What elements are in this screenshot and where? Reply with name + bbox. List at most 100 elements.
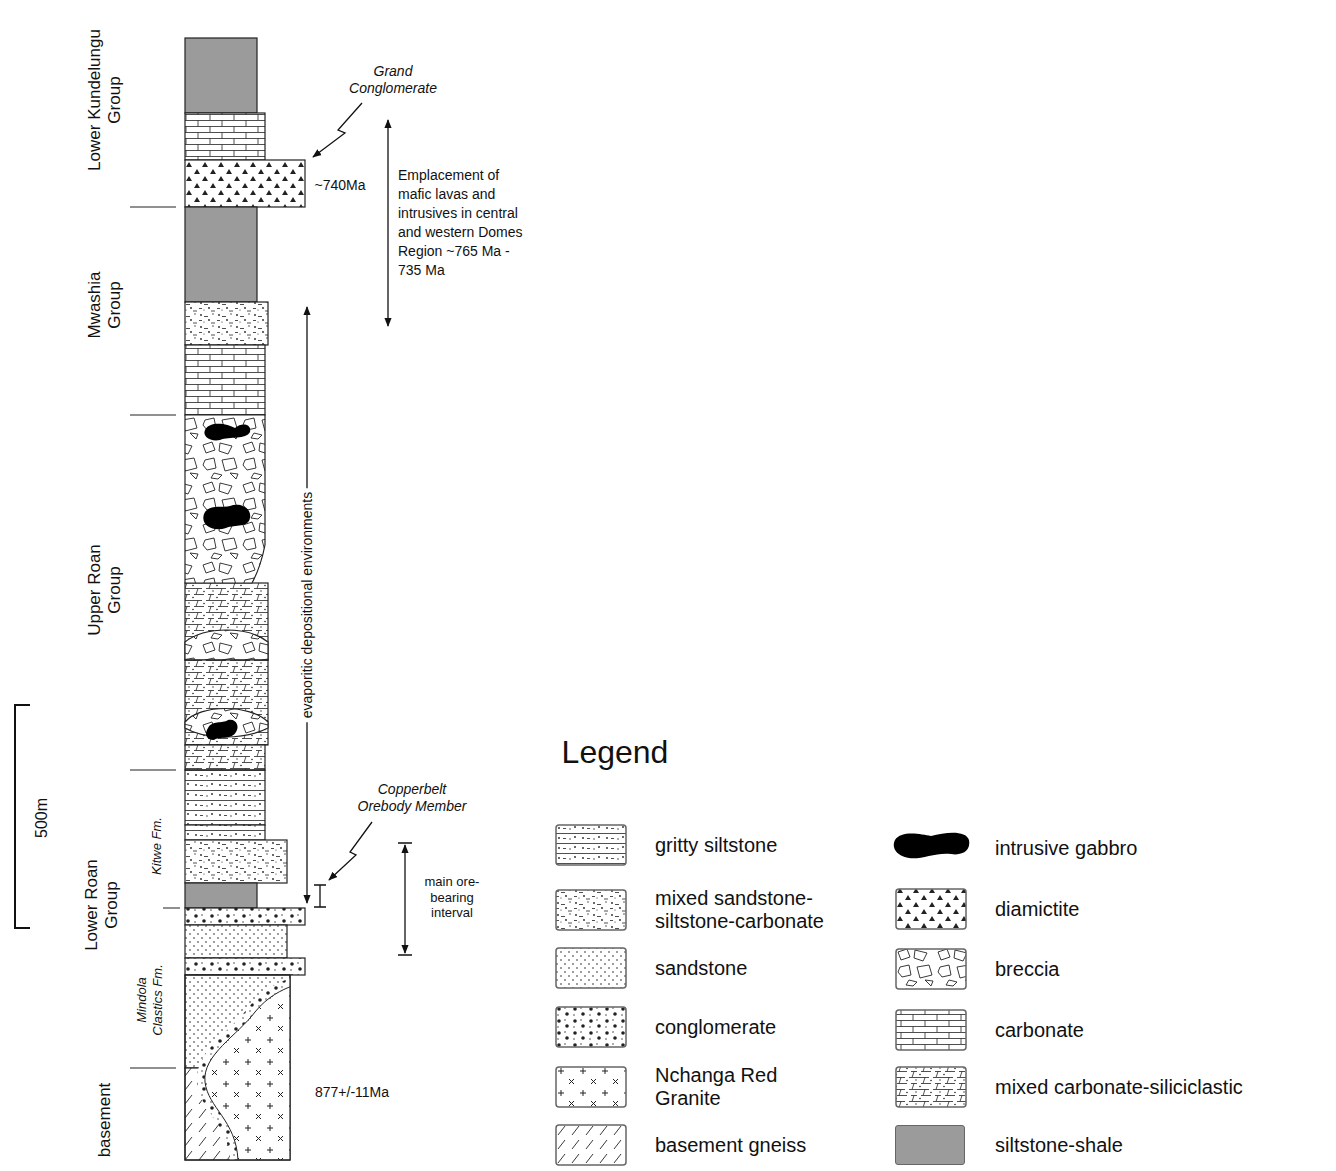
annotations bbox=[15, 103, 412, 955]
leader-line bbox=[313, 103, 362, 157]
label-holder: evaporitic depositional environments bbox=[299, 488, 316, 722]
pattern-sample bbox=[556, 890, 626, 930]
label-holder: Legend bbox=[562, 733, 669, 771]
range-ticks bbox=[398, 843, 412, 955]
gabbro-blob bbox=[206, 720, 238, 740]
pattern-sample bbox=[556, 1007, 626, 1047]
breccia-lens bbox=[185, 630, 268, 660]
legend-swatch bbox=[895, 1065, 977, 1109]
group-boundary-ticks bbox=[130, 207, 180, 1068]
conglomerate-layer bbox=[185, 958, 305, 975]
label-holder: Grand Conglomerate bbox=[343, 63, 443, 97]
scale-bar bbox=[15, 705, 30, 928]
pattern-sample bbox=[896, 1067, 966, 1107]
carbonate-layer bbox=[185, 113, 265, 160]
legend-label: diamictite bbox=[995, 898, 1325, 921]
label-holder: 500m bbox=[32, 798, 51, 838]
pattern-sample bbox=[896, 949, 966, 989]
mixed-layer bbox=[185, 745, 265, 770]
scale-label: 500m bbox=[32, 798, 51, 838]
pattern-sample bbox=[556, 825, 626, 865]
legend-label: siltstone-shale bbox=[995, 1134, 1325, 1157]
legend-swatch bbox=[555, 1005, 637, 1049]
mixed-layer bbox=[185, 660, 268, 745]
legend-label: carbonate bbox=[995, 1019, 1325, 1042]
legend-swatch bbox=[555, 1065, 637, 1109]
legend-swatch bbox=[895, 1008, 977, 1052]
callout-label: Copperbelt Orebody Member bbox=[355, 781, 470, 815]
label-holder: Upper Roan Group bbox=[85, 535, 126, 645]
formation-name: Mindola Clastics Fm. bbox=[134, 958, 165, 1043]
group-name: Mwashia Group bbox=[85, 260, 126, 350]
legend-label: mixed carbonate-siliciclastic bbox=[995, 1076, 1325, 1099]
age-label: 877+/-11Ma bbox=[315, 1084, 389, 1101]
strat-column bbox=[185, 38, 305, 1160]
age-label: ~740Ma bbox=[315, 177, 366, 194]
note-text: Emplacement of mafic lavas and intrusive… bbox=[398, 166, 526, 280]
siltstone-layer bbox=[185, 770, 265, 825]
diamictite-layer bbox=[185, 160, 305, 207]
siltstone-layer bbox=[185, 38, 257, 113]
legend-label: basement gneiss bbox=[655, 1134, 880, 1157]
legend-label: mixed sandstone-siltstone-carbonate bbox=[655, 887, 880, 933]
group-name: Lower Roan Group bbox=[82, 855, 123, 955]
range-label: main ore-bearing interval bbox=[413, 874, 491, 921]
gabbro-blob bbox=[204, 424, 250, 441]
label-holder: basement bbox=[95, 1083, 115, 1158]
legend-swatch bbox=[891, 826, 973, 870]
siltstone-layer bbox=[185, 825, 265, 840]
legend-label: breccia bbox=[995, 958, 1325, 981]
range-arrow bbox=[404, 845, 405, 953]
legend-swatch bbox=[895, 947, 977, 991]
leader-line bbox=[329, 822, 372, 880]
gabbro-blob bbox=[203, 505, 250, 529]
label-holder: Emplacement of mafic lavas and intrusive… bbox=[398, 166, 526, 280]
legend-swatch bbox=[555, 1123, 637, 1167]
label-holder: 877+/-11Ma bbox=[315, 1084, 389, 1101]
mixed-layer bbox=[185, 840, 287, 883]
legend-label: Nchanga Red Granite bbox=[655, 1064, 785, 1110]
conglomerate-layer bbox=[185, 908, 305, 925]
breccia-layer bbox=[185, 415, 265, 583]
legend-label: conglomerate bbox=[655, 1016, 880, 1039]
label-holder: Mindola Clastics Fm. bbox=[134, 958, 165, 1043]
siltstone-layer bbox=[185, 207, 257, 302]
label-holder: Lower Kundelungu Group bbox=[85, 20, 126, 180]
gabbro-sample bbox=[894, 833, 970, 859]
conglomerate-rim bbox=[205, 986, 290, 1160]
carbonate-layer bbox=[185, 345, 265, 415]
mixed-layer bbox=[185, 583, 268, 660]
pattern-sample bbox=[556, 1125, 626, 1165]
siltstone-layer bbox=[185, 883, 257, 908]
group-name: Upper Roan Group bbox=[85, 535, 126, 645]
pattern-sample bbox=[896, 1010, 966, 1050]
granite-intrusion bbox=[205, 986, 290, 1160]
label-holder: main ore-bearing interval bbox=[413, 874, 491, 921]
legend-swatch bbox=[895, 887, 977, 931]
pattern-sample bbox=[896, 889, 966, 929]
legend-label: gritty siltstone bbox=[655, 834, 880, 857]
column-outline bbox=[185, 975, 290, 1160]
group-name: basement bbox=[95, 1083, 115, 1158]
legend-label: intrusive gabbro bbox=[995, 837, 1325, 860]
gabbro-bodies bbox=[203, 424, 250, 740]
legend-swatch bbox=[555, 888, 637, 932]
interval-bracket bbox=[314, 885, 326, 907]
legend-label: sandstone bbox=[655, 957, 880, 980]
label-holder: Lower Roan Group bbox=[82, 855, 123, 955]
range-arrow bbox=[387, 120, 388, 326]
formation-name: Kitwe Fm. bbox=[149, 817, 165, 875]
group-name: Lower Kundelungu Group bbox=[85, 20, 126, 180]
callout-label: Grand Conglomerate bbox=[343, 63, 443, 97]
range-label: evaporitic depositional environments bbox=[299, 488, 316, 722]
pattern-sample bbox=[556, 1067, 626, 1107]
label-holder: ~740Ma bbox=[315, 177, 366, 194]
mixed-layer bbox=[185, 302, 268, 345]
label-holder: Kitwe Fm. bbox=[149, 817, 165, 875]
legend-swatch bbox=[895, 1125, 965, 1165]
legend-heading: Legend bbox=[562, 733, 669, 771]
label-holder: Mwashia Group bbox=[85, 260, 126, 350]
